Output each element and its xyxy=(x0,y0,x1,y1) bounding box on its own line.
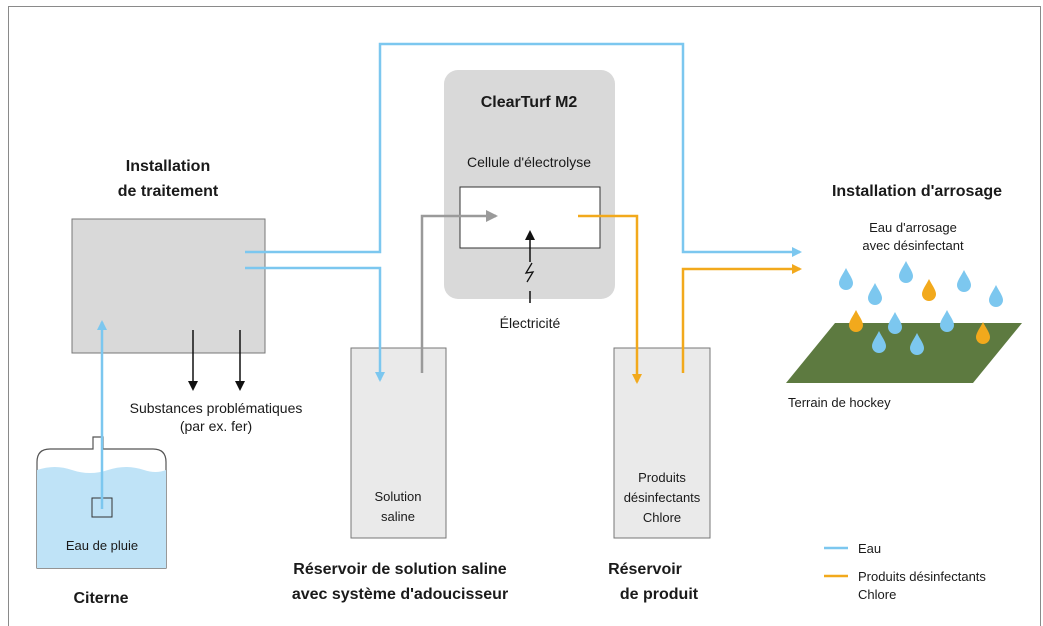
irrigation-title: Installation d'arrosage xyxy=(832,183,1002,200)
pipe-brine-to-cell xyxy=(420,210,498,373)
pipe-water-to-brine xyxy=(245,266,385,382)
field-label: Terrain de hockey xyxy=(788,395,891,410)
pipe-product-to-irrigation xyxy=(681,264,802,373)
brine-inner-line1: Solution xyxy=(375,489,422,504)
lightning-icon xyxy=(524,262,535,283)
product-inner-line2: désinfectants xyxy=(624,490,701,505)
water-drop-icon xyxy=(888,312,902,334)
water-drop-icon xyxy=(940,310,954,332)
legend-water-label: Eau xyxy=(858,541,881,556)
treatment-title-line1: Installation xyxy=(126,158,210,175)
brine-title-line2: avec système d'adoucisseur xyxy=(292,586,508,603)
waste-label-line1: Substances problématiques xyxy=(130,400,303,416)
product-inner-line1: Produits xyxy=(638,470,686,485)
water-drop-icon xyxy=(839,268,853,290)
irrigation-water-line1: Eau d'arrosage xyxy=(869,220,957,235)
cistern-inner-label: Eau de pluie xyxy=(66,538,138,553)
waste-label-line2: (par ex. fer) xyxy=(180,418,252,434)
product-inner-line3: Chlore xyxy=(643,510,681,525)
brine-title-line1: Réservoir de solution saline xyxy=(293,561,507,578)
brine-inner-line2: saline xyxy=(381,509,415,524)
treatment-installation xyxy=(71,218,266,354)
product-title-line2: de produit xyxy=(620,586,699,603)
brine-tank xyxy=(350,347,447,539)
cistern-title: Citerne xyxy=(73,590,128,607)
water-drop-icon xyxy=(989,285,1003,307)
product-title-line1: Réservoir xyxy=(608,561,682,578)
pipe-water-to-irrigation xyxy=(245,42,802,257)
water-drop-icon xyxy=(868,283,882,305)
water-drop-icon xyxy=(899,261,913,283)
diagram-frame xyxy=(8,6,1041,626)
hockey-field xyxy=(786,323,1022,383)
legend-disinfectant-line2: Chlore xyxy=(858,587,896,602)
legend-disinfectant-line1: Produits désinfectants xyxy=(858,569,986,584)
treatment-title-line2: de traitement xyxy=(118,183,219,200)
disinfectant-drop-icon xyxy=(922,279,936,301)
disinfectant-drop-icon xyxy=(849,310,863,332)
device-title: ClearTurf M2 xyxy=(481,94,578,111)
water-drop-icon xyxy=(957,270,971,292)
irrigation-water-line2: avec désinfectant xyxy=(862,238,964,253)
product-tank xyxy=(613,347,711,539)
pipe-cell-to-product xyxy=(578,214,642,384)
electricity-label: Électricité xyxy=(500,315,561,331)
cell-label: Cellule d'électrolyse xyxy=(467,154,591,170)
